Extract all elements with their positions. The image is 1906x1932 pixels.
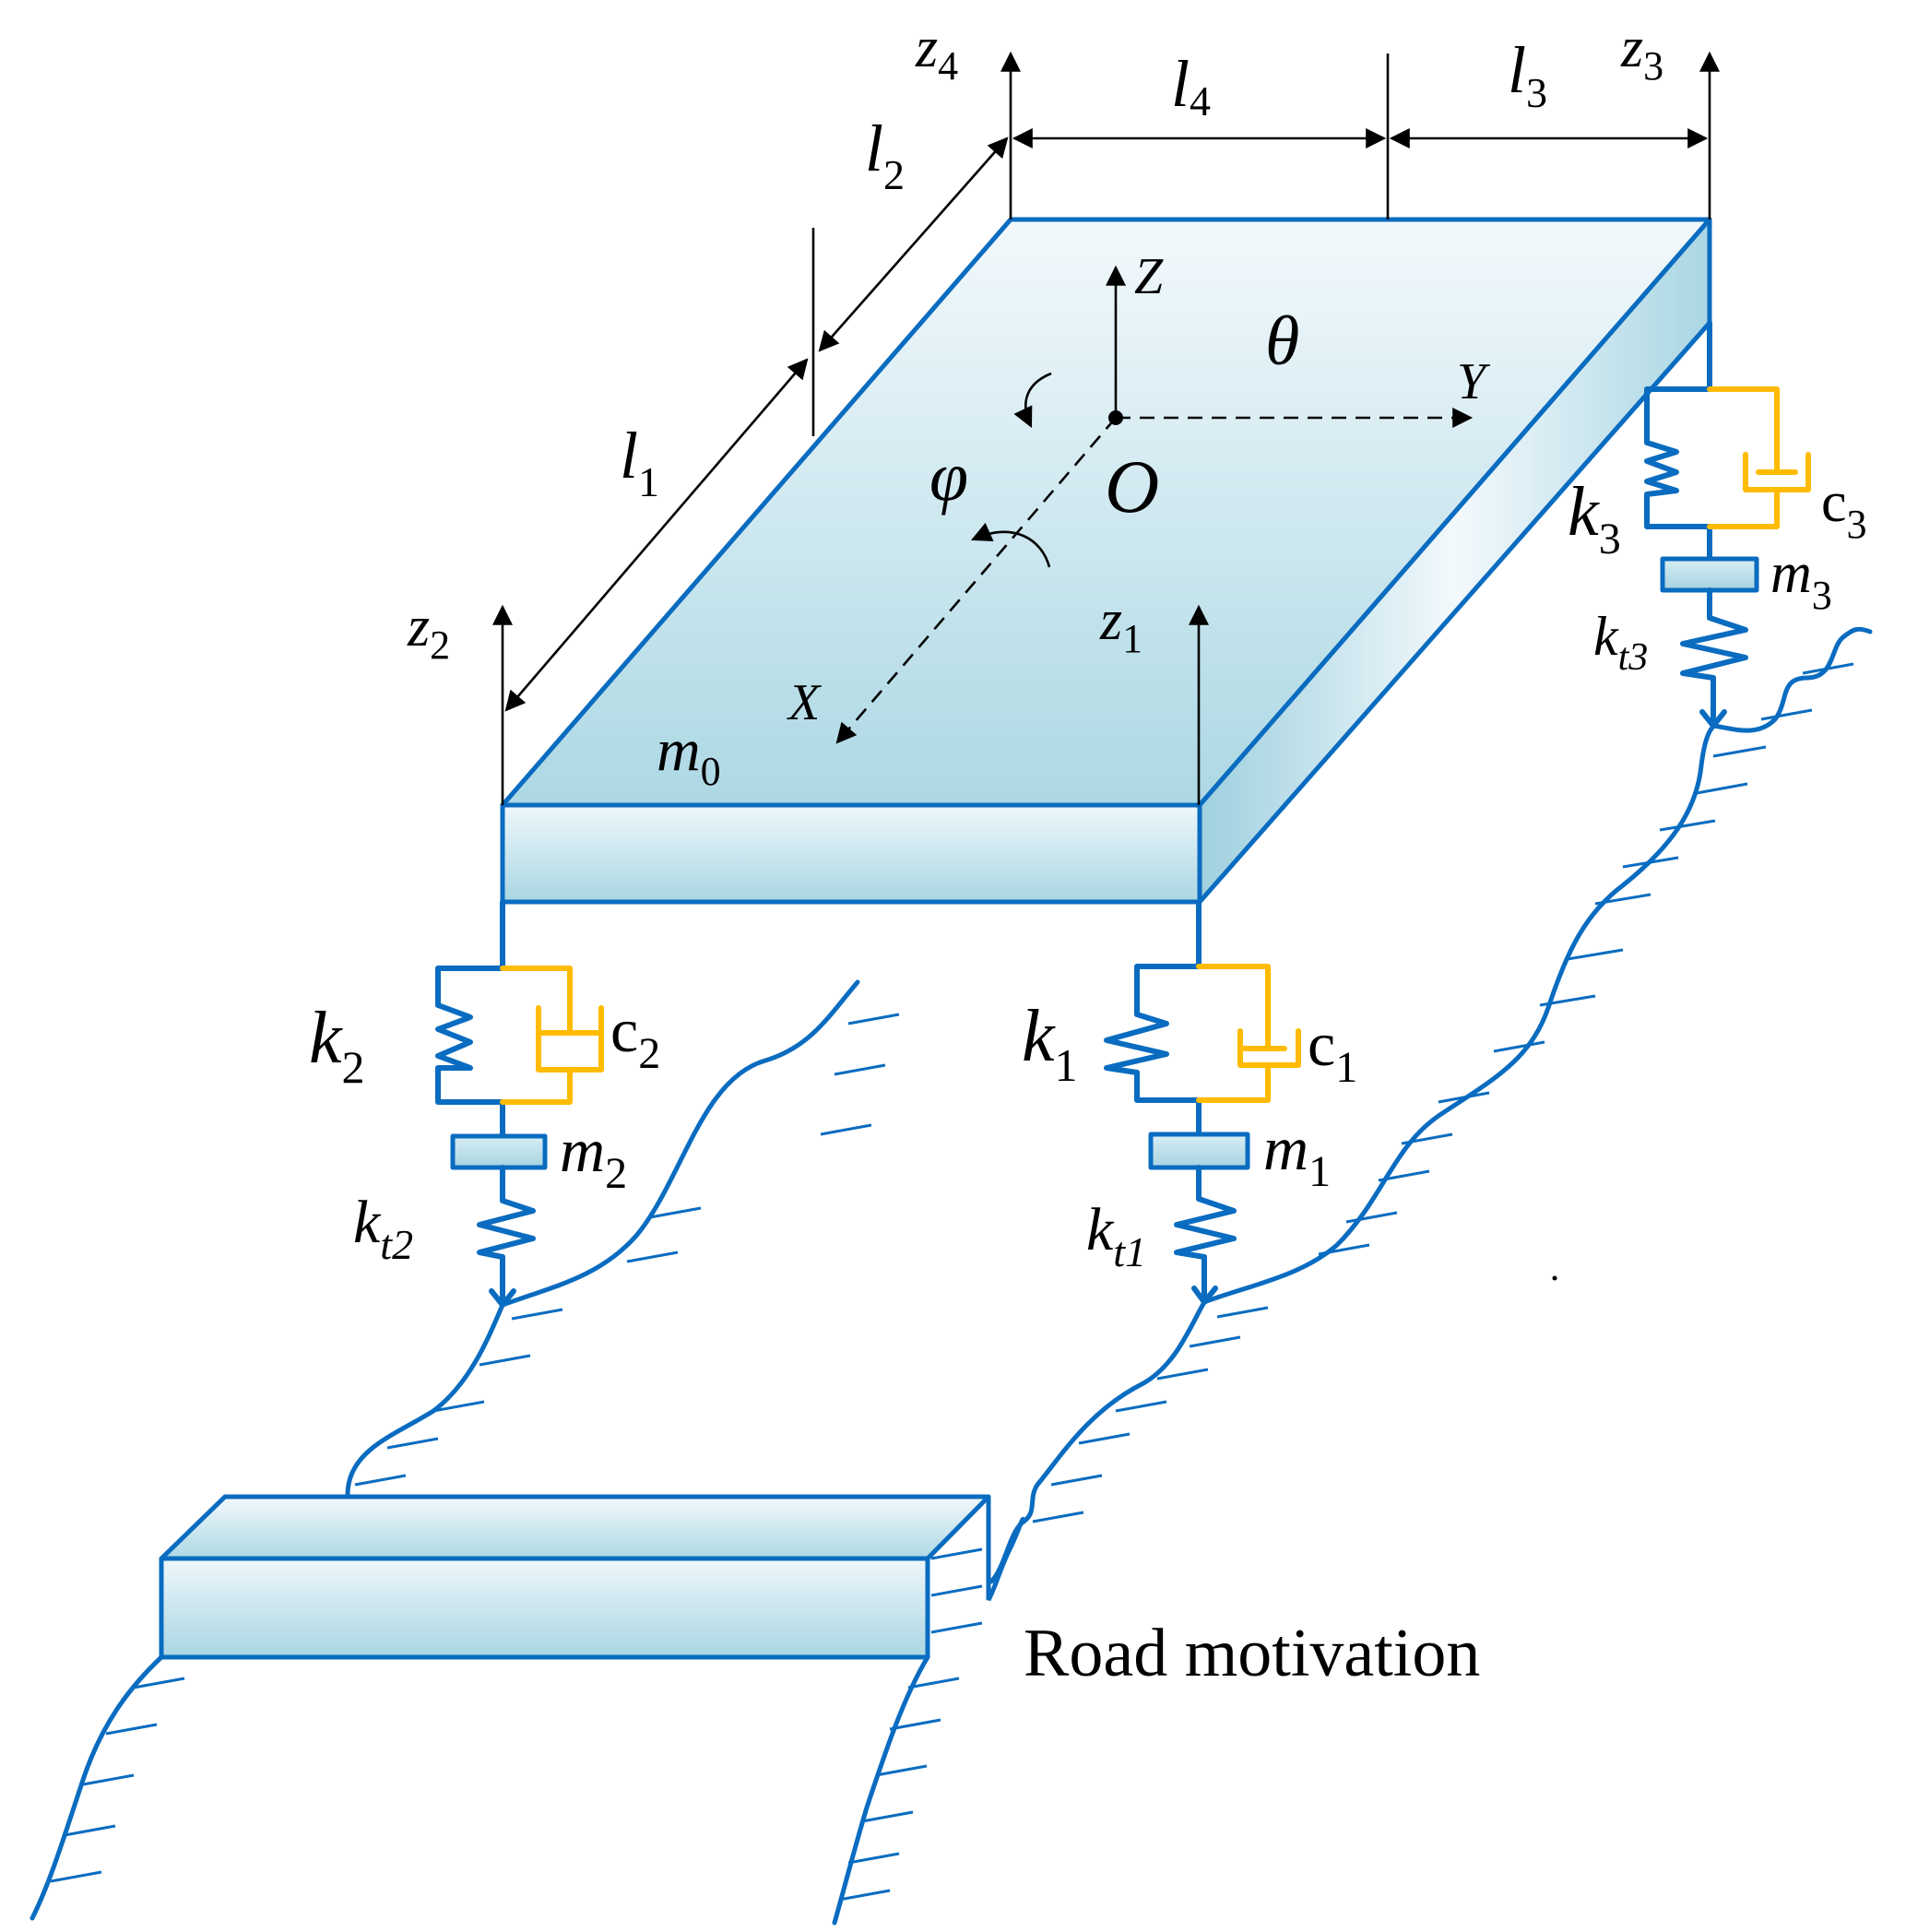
l2-label: l2: [865, 112, 905, 198]
road-motivation-label: Road motivation: [1024, 1616, 1480, 1691]
z1-label: z1: [1099, 589, 1142, 661]
displacement-arrows: z4 z3 z2 z1: [407, 17, 1720, 805]
l2-dimension: [818, 136, 1009, 352]
suspension-corner-2: k2 c2 m2 kt2: [309, 899, 660, 1308]
k2-label: k2: [309, 998, 365, 1093]
body-front-face: [500, 802, 1202, 905]
l3-label: l3: [1508, 33, 1547, 116]
k1-label: k1: [1022, 996, 1078, 1091]
kt1-label: kt1: [1086, 1196, 1146, 1275]
k3-label: k3: [1568, 473, 1621, 563]
damper-c3: [1707, 386, 1811, 529]
body-mass-label: m0: [657, 717, 721, 794]
road-step-right-edge: [986, 1494, 1026, 1602]
damper-c1: [1196, 964, 1301, 1103]
road-profile-left-lower: [30, 1654, 164, 1921]
road-step-top-face: [159, 1494, 991, 1561]
road-step-front-face: [159, 1556, 930, 1660]
coordinate-system: Z Y X O θ φ: [787, 248, 1491, 744]
c2-label: c2: [610, 995, 660, 1078]
unsprung-mass-m3: [1660, 556, 1759, 593]
z3-label: z3: [1620, 17, 1663, 89]
kt3-label: kt3: [1593, 606, 1648, 679]
road-profile-right-lower: [832, 1654, 930, 1926]
pitch-rotation-arrow: [1013, 372, 1052, 428]
origin-label: O: [1105, 444, 1159, 528]
c3-label: c3: [1821, 471, 1867, 547]
spring-k3: [1644, 320, 1712, 562]
road-hatching-lower: [50, 1547, 983, 1902]
l1-dimension: [504, 358, 809, 712]
kt2-label: kt2: [353, 1189, 413, 1268]
c1-label: c1: [1308, 1009, 1357, 1092]
stray-dot: [1552, 1275, 1557, 1281]
roll-label: φ: [929, 438, 968, 516]
tire-spring-kt1: [1174, 1165, 1237, 1303]
y-axis-label: Y: [1457, 353, 1491, 410]
sprung-mass-body: [500, 217, 1712, 905]
z4-label: z4: [915, 17, 958, 89]
unsprung-mass-m2: [450, 1133, 548, 1170]
pitch-label: θ: [1265, 302, 1299, 380]
spring-k1: [1104, 899, 1202, 1137]
tire-spring-kt2: [477, 1165, 536, 1308]
dimension-lines: l4 l3 l2 l1: [504, 33, 1709, 712]
m1-label: m1: [1263, 1113, 1331, 1196]
m3-label: m3: [1770, 542, 1832, 618]
l4-label: l4: [1171, 47, 1211, 124]
damper-c2: [500, 966, 604, 1105]
spring-k2: [435, 899, 505, 1137]
z-axis-label: Z: [1134, 248, 1164, 305]
road-hatching-right: [1032, 662, 1854, 1523]
suspension-corner-1: k1 c1 m1 kt1: [1022, 899, 1357, 1305]
tire-spring-kt3: [1680, 587, 1748, 727]
road-profiles: [30, 626, 1873, 1926]
unsprung-mass-m1: [1148, 1132, 1250, 1170]
l1-label: l1: [620, 419, 659, 505]
z2-label: z2: [407, 596, 450, 668]
suspension-corner-3: k3 c3 m3 kt3: [1568, 320, 1867, 729]
m2-label: m2: [560, 1115, 627, 1198]
road-hatching-left-upper: [354, 1013, 900, 1487]
origin-point: [1108, 410, 1123, 425]
road-profile-rear-wavy: [1711, 626, 1873, 733]
x-axis-label: X: [787, 674, 823, 731]
roll-rotation-arrow: [970, 522, 1051, 568]
